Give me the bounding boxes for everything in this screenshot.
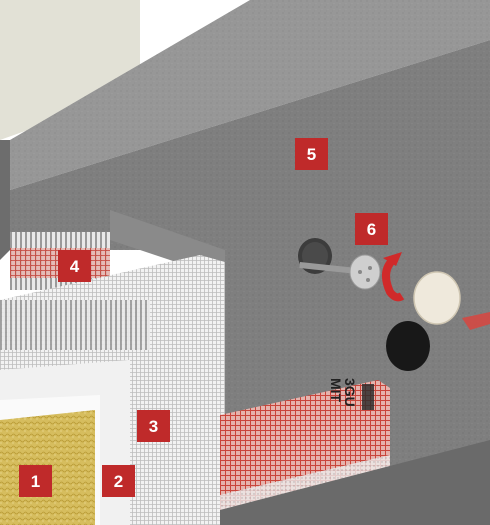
wall-side-face [0, 140, 10, 260]
callout-label: 3 [149, 417, 158, 436]
callout-3: 3 [137, 410, 170, 442]
callout-label: 1 [31, 472, 40, 491]
callout-6: 6 [355, 213, 388, 245]
callout-5: 5 [295, 138, 328, 170]
callout-4: 4 [58, 250, 91, 282]
callout-2: 2 [102, 465, 135, 497]
callout-label: 6 [367, 220, 376, 239]
callout-label: 4 [70, 257, 80, 276]
callout-label: 5 [307, 145, 316, 164]
callout-label: 2 [114, 472, 123, 491]
mesh-print-logo [362, 384, 374, 410]
cap-disc-dark [386, 321, 430, 371]
mesh-corner-profile [0, 300, 150, 350]
callout-1: 1 [19, 465, 52, 497]
mesh-print-line2: MIT [328, 378, 344, 403]
cap-disc-icon [414, 272, 460, 324]
